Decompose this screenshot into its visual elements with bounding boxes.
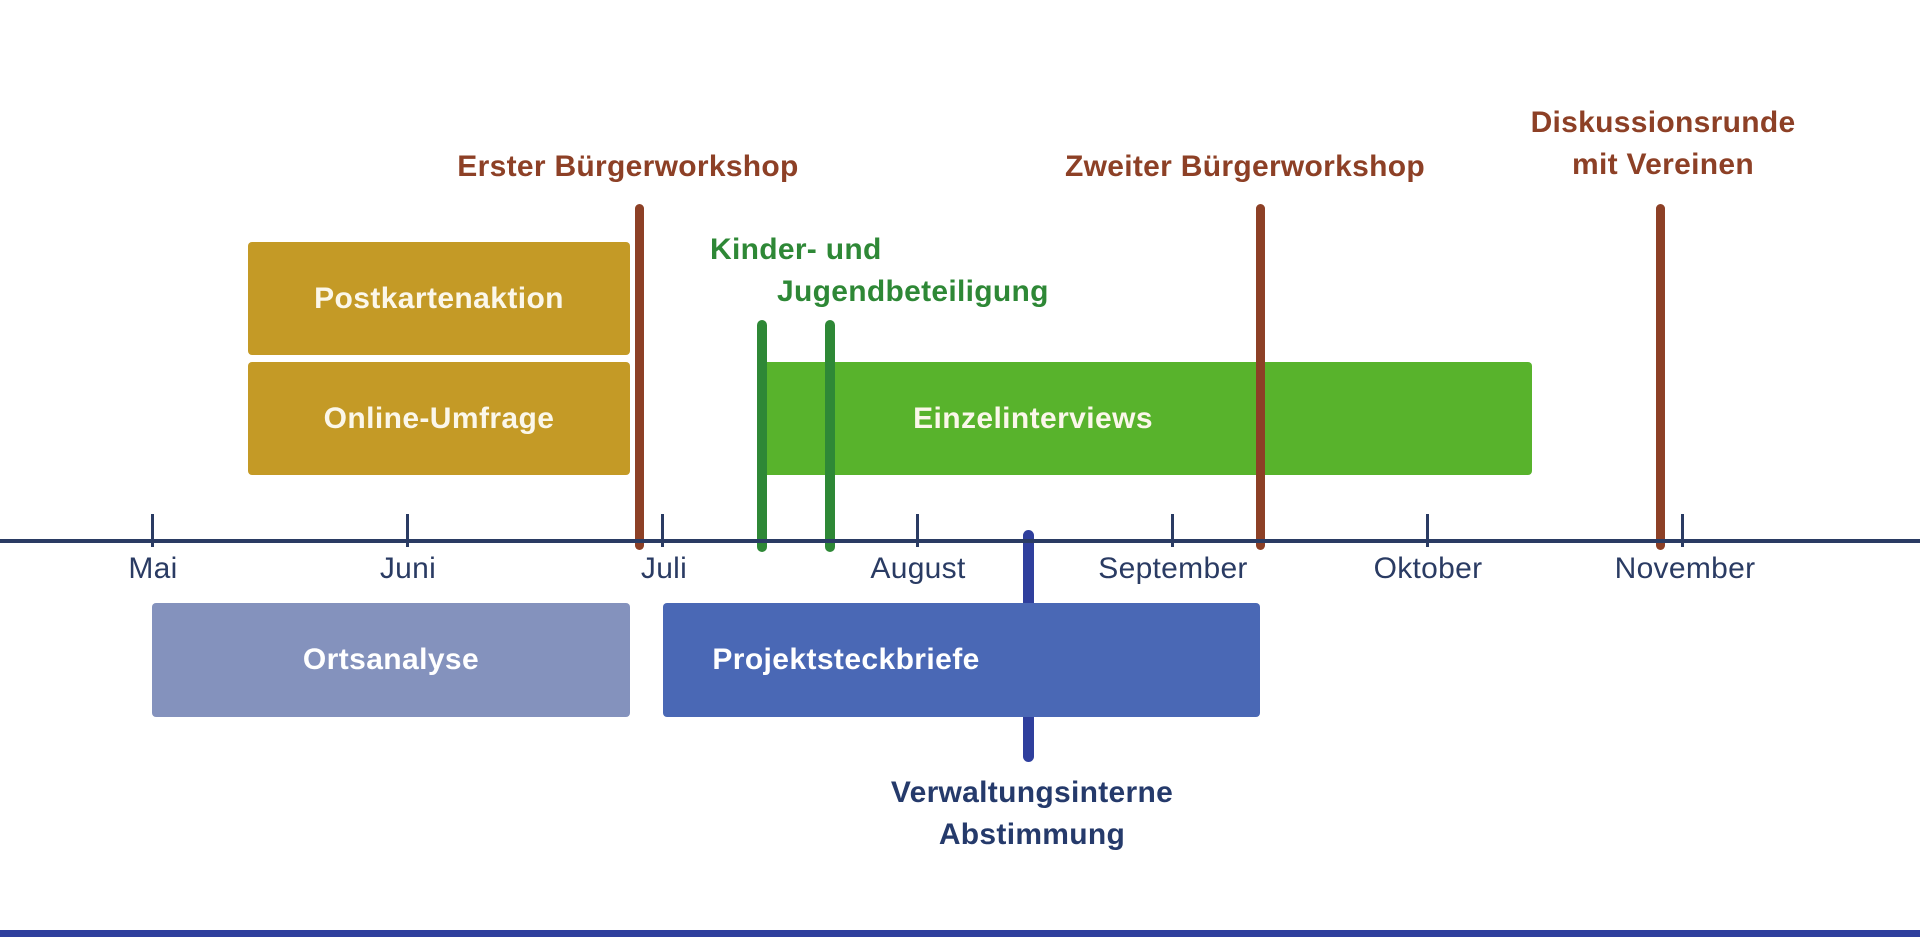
event-line-diskussionsrunde	[1656, 204, 1665, 550]
bar-postkartenaktion-label: Postkartenaktion	[314, 281, 564, 315]
footer-accent-bar	[0, 930, 1920, 937]
event-line-kinder-jugend-1	[757, 320, 767, 552]
axis-tick-september	[1171, 514, 1174, 547]
bar-einzelinterviews-label: Einzelinterviews	[913, 401, 1153, 435]
event-label-verwaltungsinterne-line2: Abstimmung	[938, 818, 1126, 851]
axis-tick-juli	[661, 514, 664, 547]
event-label-erster-buergerworkshop: Erster Bürgerworkshop	[457, 150, 799, 183]
bar-ortsanalyse: Ortsanalyse	[152, 603, 630, 717]
event-line-erster-buergerworkshop	[635, 204, 644, 550]
bar-projektsteckbriefe: Projektsteckbriefe	[663, 603, 1260, 717]
month-label-september: September	[1098, 552, 1248, 585]
bar-ortsanalyse-label: Ortsanalyse	[302, 643, 480, 676]
axis-tick-oktober	[1426, 514, 1429, 547]
bar-projektsteckbriefe-label: Projektsteckbriefe	[712, 643, 980, 676]
month-label-oktober: Oktober	[1373, 552, 1483, 585]
axis-tick-mai	[151, 514, 154, 547]
event-line-zweiter-buergerworkshop	[1256, 204, 1265, 550]
event-label-zweiter-buergerworkshop: Zweiter Bürgerworkshop	[1065, 150, 1425, 183]
bar-einzelinterviews: Einzelinterviews	[763, 362, 1532, 475]
event-label-kinder-jugend-line2: Jugendbeteiligung	[777, 275, 1049, 308]
event-label-verwaltungsinterne-line1: Verwaltungsinterne	[890, 776, 1174, 809]
axis-tick-november	[1681, 514, 1684, 547]
bar-postkartenaktion: Postkartenaktion	[248, 242, 630, 355]
timeline-axis	[0, 539, 1920, 543]
month-label-juli: Juli	[640, 552, 688, 585]
month-label-juni: Juni	[379, 552, 437, 585]
month-label-august: August	[870, 552, 966, 585]
event-label-diskussionsrunde-line2: mit Vereinen	[1571, 148, 1755, 181]
month-label-mai: Mai	[128, 552, 178, 585]
axis-tick-juni	[406, 514, 409, 547]
event-line-kinder-jugend-2	[825, 320, 835, 552]
month-label-november: November	[1614, 552, 1756, 585]
bar-online-umfrage: Online-Umfrage	[248, 362, 630, 475]
event-label-diskussionsrunde-line1: Diskussionsrunde	[1530, 106, 1796, 139]
event-label-kinder-jugend-line1: Kinder- und	[710, 233, 882, 266]
bar-online-umfrage-label: Online-Umfrage	[323, 401, 555, 435]
axis-tick-august	[916, 514, 919, 547]
